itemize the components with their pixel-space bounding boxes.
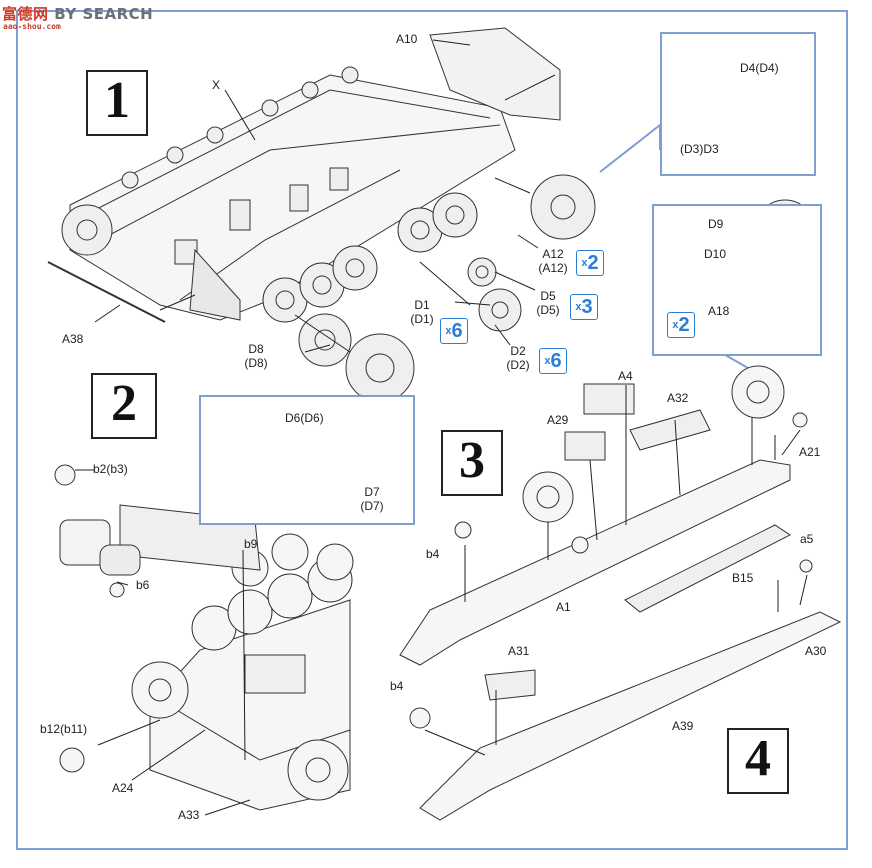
label-d6: D6(D6)	[285, 411, 324, 425]
hull-chassis-step1	[69, 27, 561, 321]
qty-d1: 6	[451, 320, 463, 342]
label-d7-alt: (D7)	[360, 499, 384, 513]
label-d9: D9	[708, 217, 724, 231]
label-a24: A24	[112, 781, 134, 795]
label-a12: A12	[542, 247, 564, 261]
label-d2: D2	[510, 344, 526, 358]
label-b12: b12(b11)	[40, 722, 88, 736]
qty-badge-d1: x6	[440, 318, 468, 344]
label-d4: D4(D4)	[740, 61, 779, 75]
label-d10: D10	[704, 247, 727, 261]
label-a33: A33	[178, 808, 200, 822]
chassis-step3	[399, 365, 842, 821]
label-d7: D7	[364, 485, 380, 499]
label-a30: A30	[805, 644, 827, 658]
label-d2-alt: (D2)	[506, 358, 530, 372]
qty-badge-a12: x2	[576, 250, 604, 276]
road-wheels-step1	[61, 66, 596, 403]
label-d5-alt: (D5)	[536, 303, 560, 317]
label-b9: b9	[244, 537, 258, 551]
label-b15: B15	[732, 571, 754, 585]
hull-rear-step2	[54, 464, 354, 811]
label-d1: D1	[414, 298, 430, 312]
qty-badge-d5: x3	[570, 294, 598, 320]
label-d8: D8	[248, 342, 264, 356]
label-d3: (D3)D3	[680, 142, 719, 156]
step-number-1: 1	[86, 70, 148, 136]
step-number-4: 4	[727, 728, 789, 794]
label-x: X	[212, 78, 221, 92]
callout-rear-wheels	[660, 32, 816, 176]
qty-d2: 6	[550, 350, 562, 372]
label-d1-alt: (D1)	[410, 312, 434, 326]
watermark-logo: 富德网 BY SEARCH	[2, 3, 153, 24]
label-b4-step4: b4	[390, 679, 404, 693]
label-a1: A1	[556, 600, 571, 614]
label-b2: b2(b3)	[93, 462, 128, 476]
label-d8-alt: (D8)	[244, 356, 268, 370]
qty-d5: 3	[581, 296, 593, 318]
step-number-3: 3	[441, 430, 503, 496]
label-a32: A32	[667, 391, 689, 405]
qty-d9: 2	[678, 314, 690, 336]
label-a10: A10	[396, 32, 418, 46]
watermark-glyph: 富德网	[2, 5, 49, 23]
callout-sprocket	[199, 395, 415, 525]
step-number-2: 2	[91, 373, 157, 439]
label-a4: A4	[618, 369, 633, 383]
label-a18: A18	[708, 304, 730, 318]
label-b4: b4	[426, 547, 440, 561]
label-a31: A31	[508, 644, 530, 658]
label-a21: A21	[799, 445, 821, 459]
label-a38: A38	[62, 332, 84, 346]
label-a29: A29	[547, 413, 569, 427]
label-a5: a5	[800, 532, 814, 546]
page-border	[16, 10, 848, 850]
label-a12-alt: (A12)	[538, 261, 568, 275]
label-a39: A39	[672, 719, 694, 733]
label-d5: D5	[540, 289, 556, 303]
qty-a12: 2	[587, 252, 599, 274]
watermark-site: BY SEARCH	[54, 5, 154, 23]
qty-badge-d2: x6	[539, 348, 567, 374]
watermark-url: aao-shou.com	[3, 22, 61, 31]
label-b6: b6	[136, 578, 150, 592]
qty-badge-d9: x2	[667, 312, 695, 338]
